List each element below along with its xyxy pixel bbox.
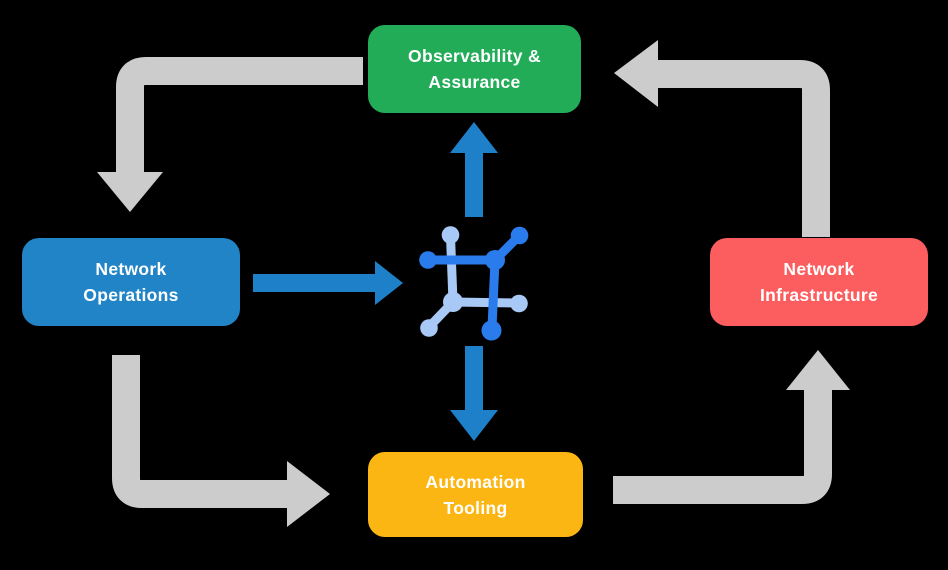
network-fabric-icon-bright-layer (419, 226, 529, 341)
node-network-operations-label: Network Operations (83, 259, 179, 305)
network-fabric-icon-light-layer (420, 226, 528, 337)
node-automation-tooling: Automation Tooling (368, 452, 583, 537)
flow-arrow-operations-to-center (253, 261, 403, 305)
node-observability-assurance: Observability & Assurance (368, 25, 581, 113)
node-network-operations: Network Operations (22, 238, 240, 326)
node-automation-tooling-label: Automation Tooling (425, 471, 526, 518)
cycle-arrow-infrastructure-to-observability (614, 40, 830, 237)
flow-arrow-center-to-observability (450, 122, 498, 217)
network-fabric-icon (419, 226, 529, 341)
cycle-arrow-observability-to-operations (97, 57, 363, 212)
cycle-arrow-automation-to-infrastructure (613, 350, 850, 504)
node-network-infrastructure: Network Infrastructure (710, 238, 928, 326)
node-observability-assurance-label: Observability & Assurance (408, 46, 541, 92)
cycle-arrow-operations-to-automation (112, 355, 330, 527)
node-network-infrastructure-label: Network Infrastructure (760, 259, 878, 305)
flow-arrow-center-to-automation (450, 346, 498, 441)
